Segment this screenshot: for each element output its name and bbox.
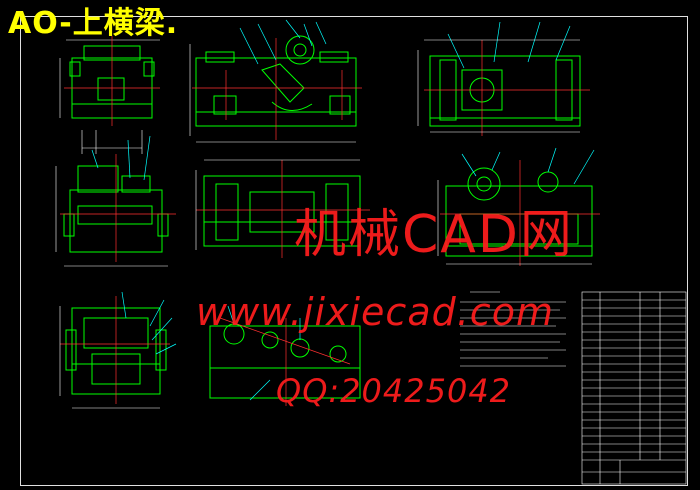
- watermark-qq: QQ:20425042: [276, 372, 512, 410]
- watermark-site-name: 机械CAD网: [294, 205, 574, 265]
- drawing-frame: [20, 16, 688, 486]
- technical-notes: [460, 291, 566, 367]
- view-top-right: [429, 55, 581, 127]
- view-middle-right: [445, 167, 593, 257]
- parts-list-table: [581, 291, 687, 485]
- drawing-title: AO-上横梁.: [8, 6, 179, 41]
- watermark-url: www.jixiecad.com: [196, 290, 554, 334]
